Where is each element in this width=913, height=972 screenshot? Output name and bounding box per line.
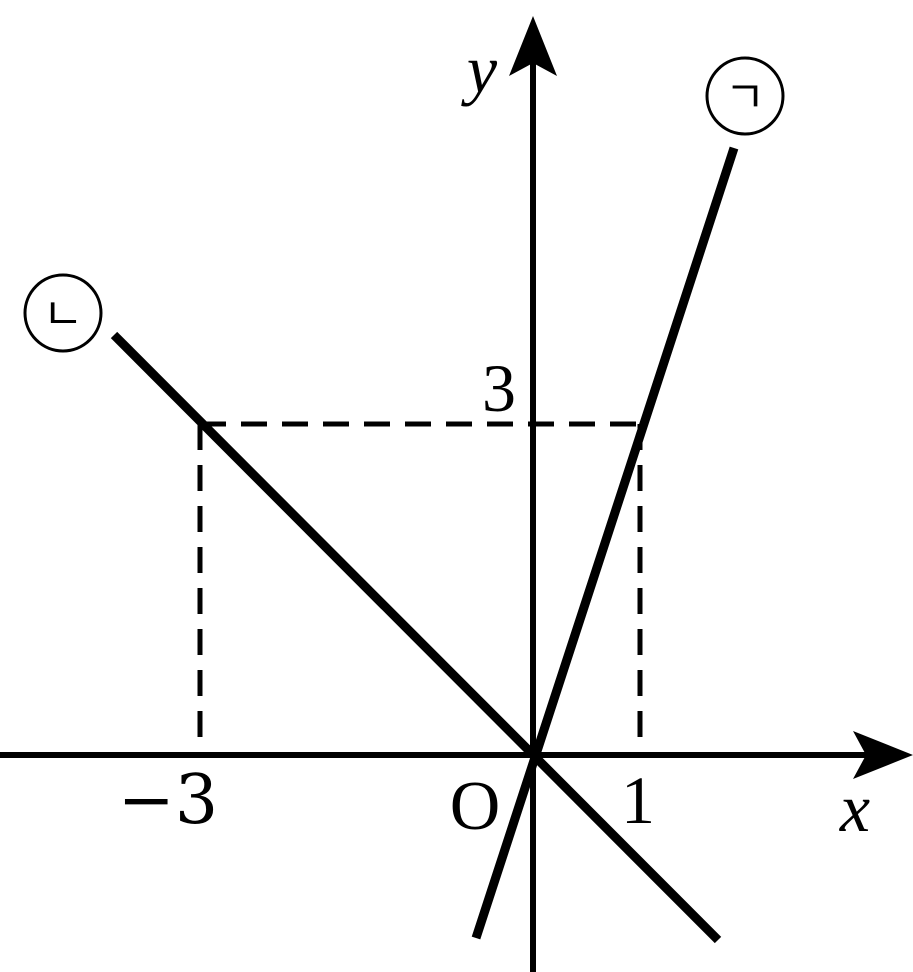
line-giyeok [471,146,739,940]
axes [0,62,868,972]
y-tick-3: 3 [482,350,516,426]
y-axis-arrowhead [509,16,557,76]
x-axis-arrowhead [853,731,913,779]
x-axis-label: x [839,770,870,846]
origin-label: O [450,768,501,845]
label-giyeok-text: ㄱ [725,73,765,122]
guide-lines [197,421,643,752]
line-nieun [110,331,722,944]
label-nieun-circle [23,273,103,353]
label-nieun-text: ㄴ [43,290,83,339]
x-tick-neg3: −3 [118,761,218,840]
label-nieun: ㄴ [23,273,103,353]
label-giyeok: ㄱ [705,56,785,136]
label-giyeok-circle [705,56,785,136]
y-axis-label: y [461,31,498,107]
x-tick-1: 1 [621,762,655,838]
